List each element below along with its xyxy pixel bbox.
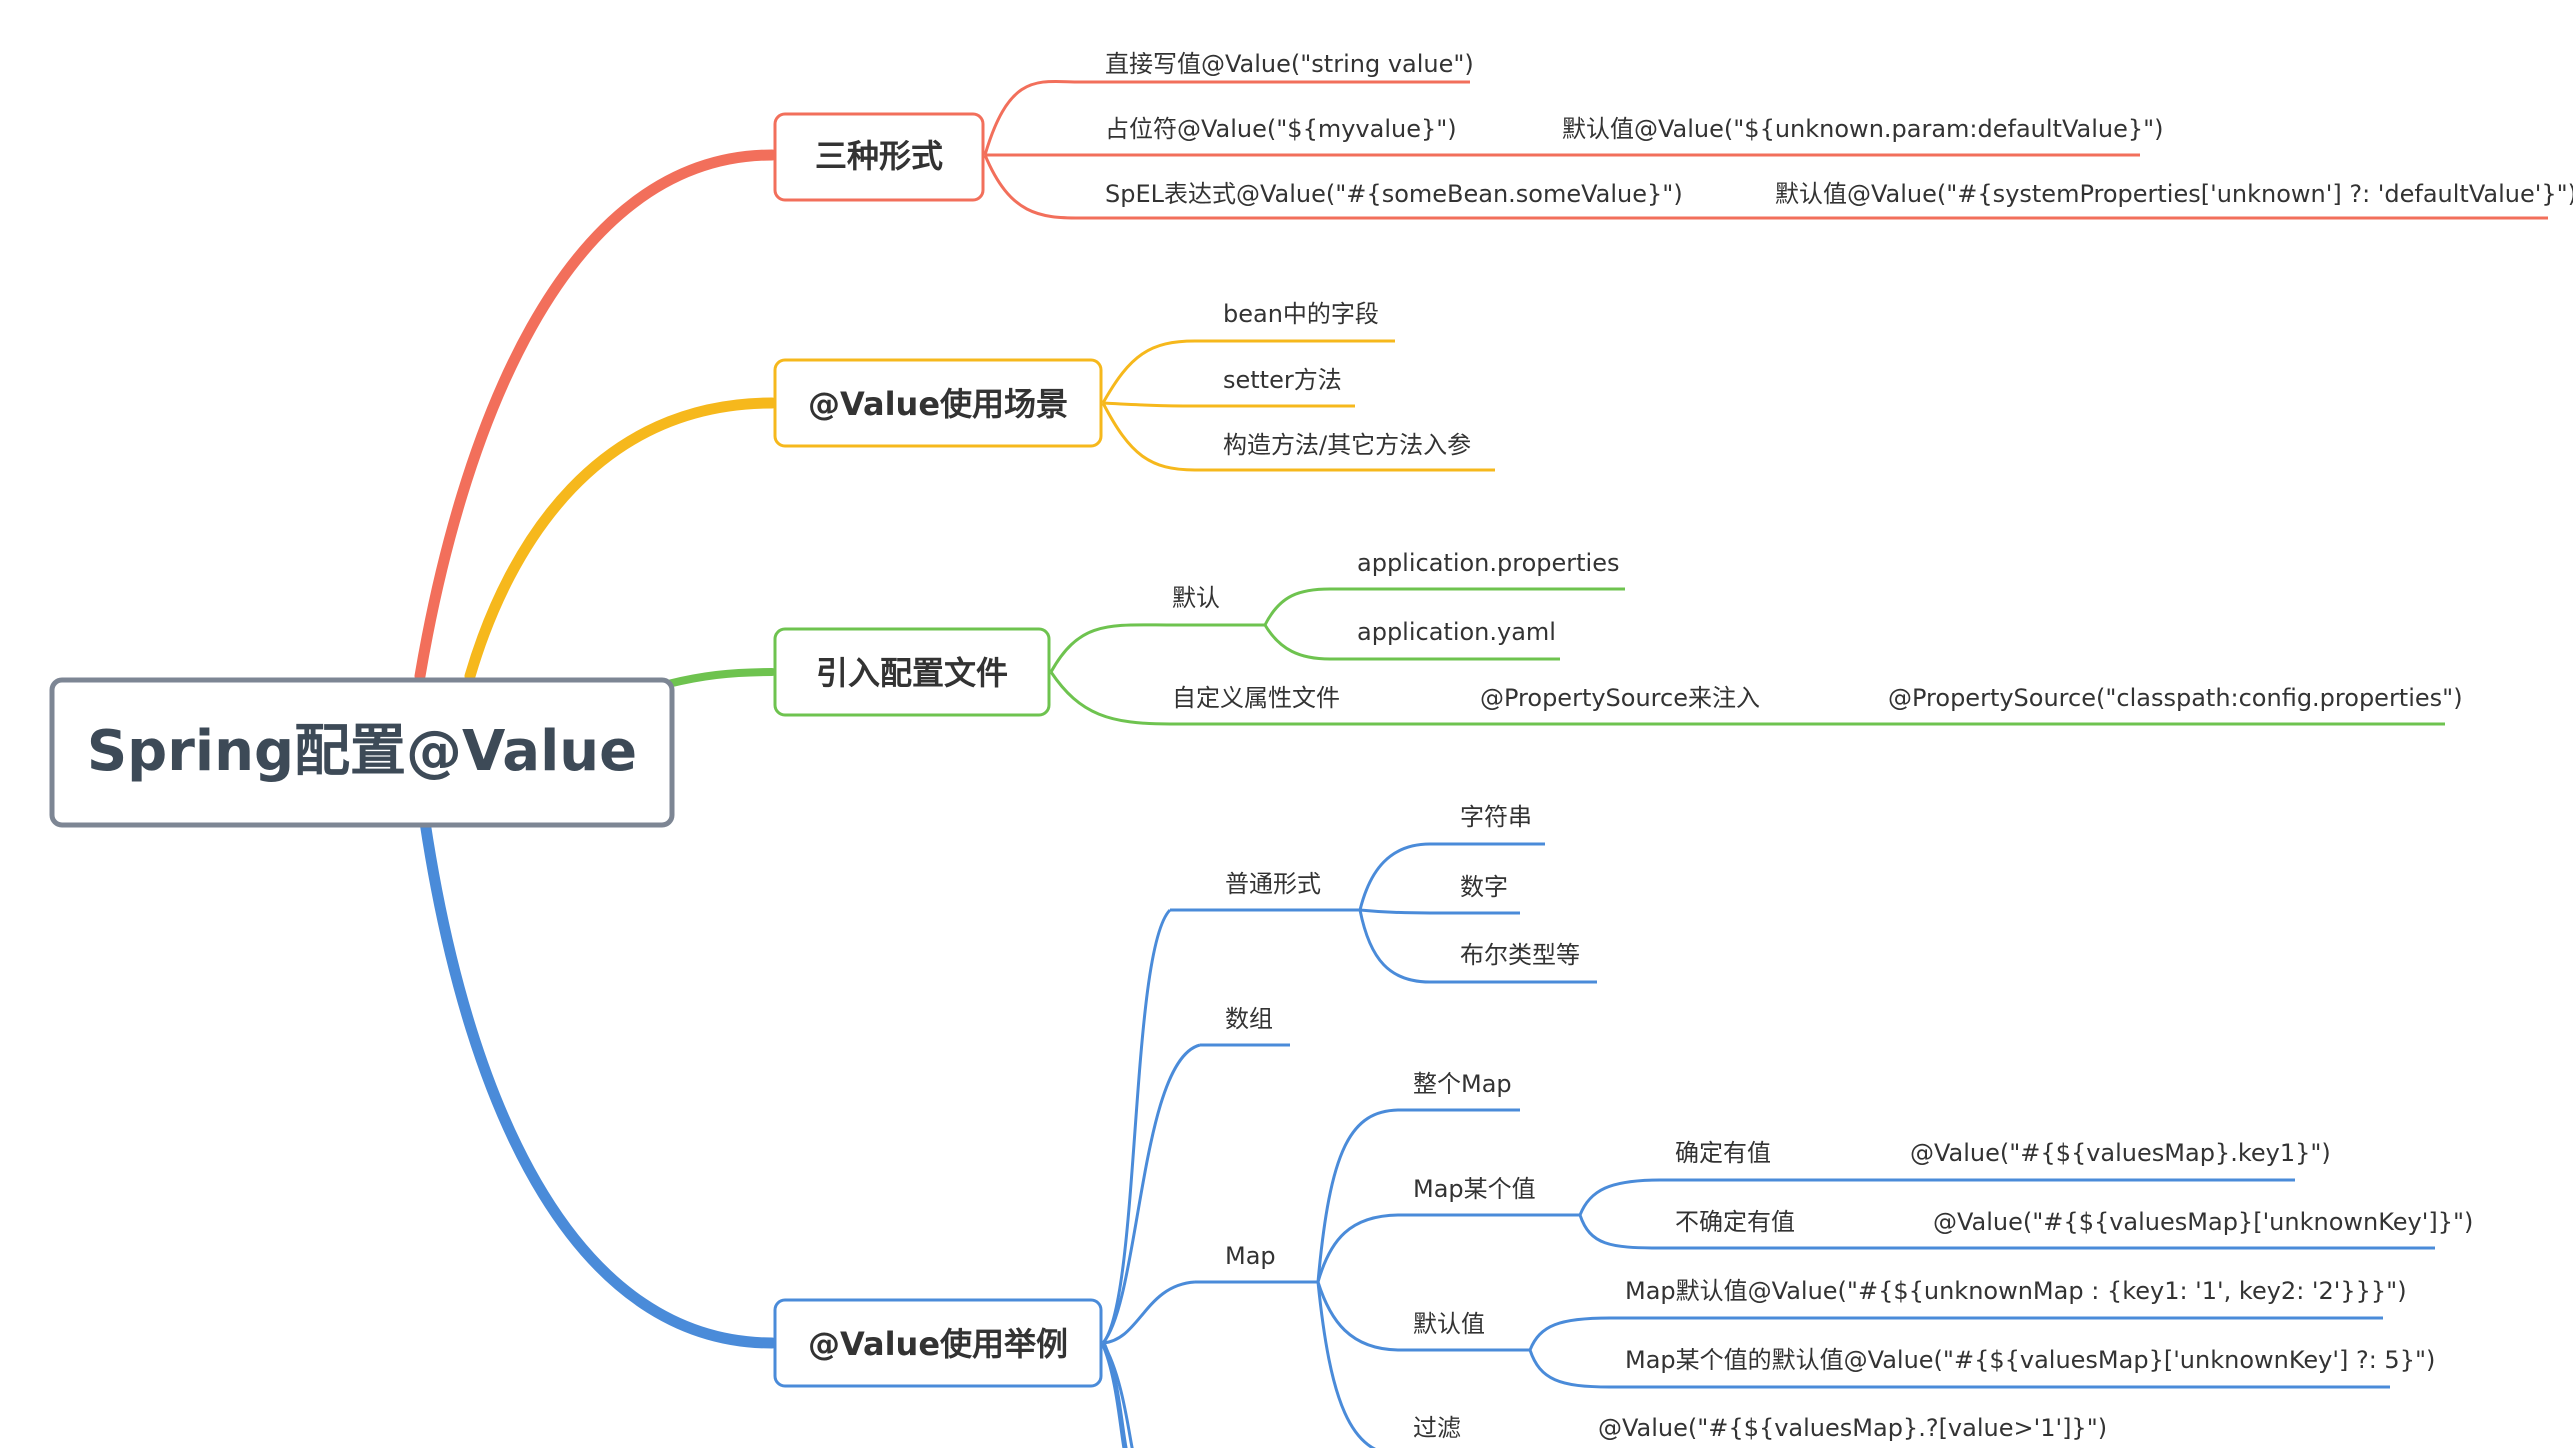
branch-usage (1101, 339, 1495, 472)
leaf-props: application.properties (1357, 549, 1620, 577)
leaf-whole-map: 整个Map (1413, 1070, 1512, 1098)
leaf-placeholder: 占位符@Value("${myvalue}") (1105, 115, 1457, 143)
leaf-unsure-value-expr: @Value("#{${valuesMap}['unknownKey']}") (1933, 1208, 2473, 1236)
leaf-inject: @PropertySource来注入 (1480, 684, 1760, 712)
leaf-setter: setter方法 (1223, 366, 1342, 394)
leaf-has-value: 确定有值 (1675, 1139, 1771, 1167)
leaf-map-one: Map某个值 (1413, 1175, 1536, 1203)
leaf-number: 数字 (1460, 873, 1508, 901)
leaf-spel-default: 默认值@Value("#{systemProperties['unknown']… (1775, 180, 2573, 208)
leaf-default-value: 默认值 (1413, 1310, 1485, 1338)
node-examples-label: @Value使用举例 (808, 1325, 1068, 1363)
leaf-placeholder-default: 默认值@Value("${unknown.param:defaultValue}… (1562, 115, 2164, 143)
leaf-string: 字符串 (1460, 803, 1532, 831)
leaf-custom: 自定义属性文件 (1172, 684, 1340, 712)
leaf-field: bean中的字段 (1223, 300, 1379, 328)
leaf-ctor: 构造方法/其它方法入参 (1223, 431, 1471, 459)
leaf-filter-expr: @Value("#{${valuesMap}.?[value>'1']}") (1598, 1414, 2107, 1442)
leaf-has-value-expr: @Value("#{${valuesMap}.key1}") (1910, 1139, 2331, 1167)
leaf-filter: 过滤 (1413, 1414, 1461, 1442)
trunk-blue (419, 816, 778, 1349)
branch-three-forms (983, 79, 2548, 220)
root-node[interactable] (49, 677, 675, 828)
leaf-literal: 直接写值@Value("string value") (1105, 50, 1474, 78)
node-usage-label: @Value使用场景 (808, 385, 1068, 423)
node-examples[interactable] (773, 1298, 1103, 1388)
leaf-map: Map (1225, 1242, 1276, 1270)
leaf-array: 数组 (1225, 1005, 1273, 1033)
node-usage[interactable] (773, 358, 1103, 448)
leaf-unsure-value: 不确定有值 (1675, 1208, 1795, 1236)
leaf-map-one-default: Map某个值的默认值@Value("#{${valuesMap}['unknow… (1625, 1346, 2435, 1374)
branch-examples (1100, 842, 2435, 1448)
trunk-green (664, 668, 776, 688)
trunk-orange (464, 397, 778, 682)
leaf-spel: SpEL表达式@Value("#{someBean.someValue}") (1105, 180, 1683, 208)
node-three-forms-label: 三种形式 (815, 137, 943, 175)
leaf-inject-example: @PropertySource("classpath:config.proper… (1888, 684, 2463, 712)
branch-config-files (1049, 587, 2445, 726)
leaf-map-default: Map默认值@Value("#{${unknownMap : {key1: '1… (1625, 1277, 2407, 1305)
node-three-forms[interactable] (773, 112, 985, 202)
root-node-label: Spring配置@Value (87, 719, 637, 784)
leaf-bool: 布尔类型等 (1460, 941, 1580, 969)
leaf-yaml: application.yaml (1357, 618, 1556, 646)
leaf-default: 默认 (1172, 584, 1220, 612)
node-config-files[interactable] (773, 627, 1051, 717)
leaf-normal: 普通形式 (1225, 870, 1321, 898)
node-config-files-label: 引入配置文件 (816, 654, 1008, 692)
trunk-red (414, 149, 778, 682)
